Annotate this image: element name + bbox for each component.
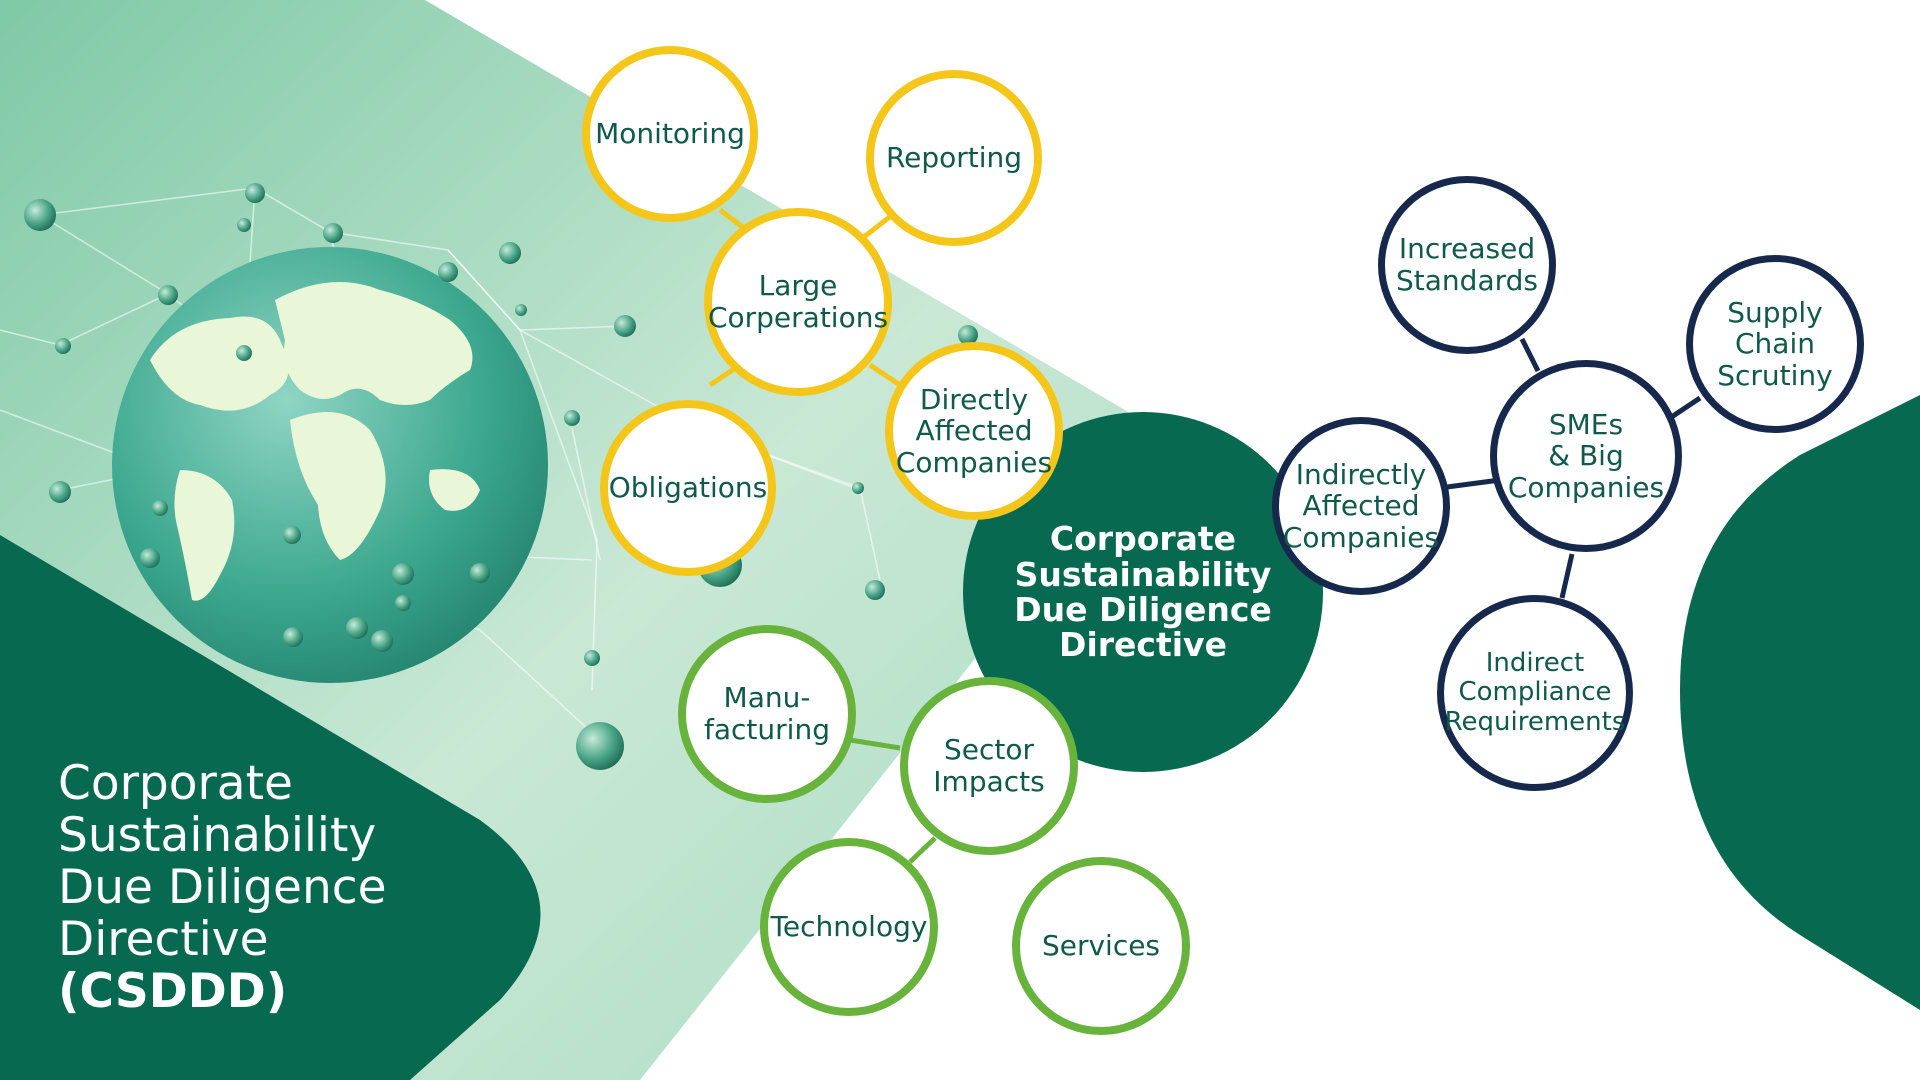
title-panel (0, 535, 541, 1080)
bubble-obligations: Obligations (600, 400, 776, 576)
bubble-monitoring: Monitoring (582, 46, 758, 222)
side-title-abbr: (CSDDD) (58, 964, 288, 1019)
bubble-reporting: Reporting (866, 70, 1042, 246)
right-panel (1680, 395, 1920, 1010)
bubble-indirect-compliance-requirements: Indirect Compliance Requirements (1437, 595, 1633, 791)
bubble-services: Services (1012, 857, 1190, 1035)
side-title-line-3: Due Diligence (58, 860, 387, 915)
bubble-directly-affected-companies: Directly Affected Companies (885, 342, 1063, 520)
side-title-line-1: Corporate (58, 756, 293, 811)
bubble-smes-big-companies: SMEs & Big Companies (1490, 360, 1682, 552)
side-title-line-4: Directive (58, 912, 269, 967)
side-title-line-2: Sustainability (58, 808, 377, 863)
network-nodes (24, 183, 978, 770)
globe-icon (112, 247, 548, 683)
bubble-increased-standards: Increased Standards (1378, 176, 1556, 354)
bubble-technology: Technology (760, 838, 938, 1016)
bubble-sector-impacts: Sector Impacts (900, 677, 1078, 855)
bubble-large-corporations: Large Corperations (704, 208, 892, 396)
bubble-indirectly-affected-companies: Indirectly Affected Companies (1272, 417, 1450, 595)
side-title: Corporate Sustainability Due Diligence D… (58, 758, 387, 1018)
bubble-supply-chain-scrutiny: Supply Chain Scrutiny (1686, 255, 1864, 433)
bubble-manufacturing: Manu- facturing (678, 625, 856, 803)
